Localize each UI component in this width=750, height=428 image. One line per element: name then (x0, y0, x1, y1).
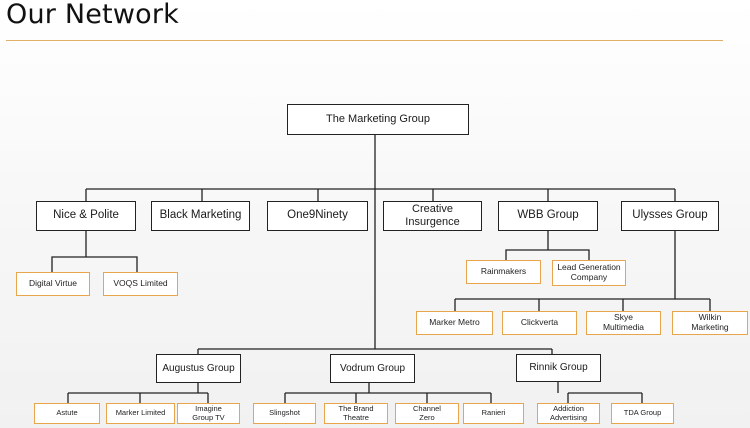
node-augustus-group: Augustus Group (156, 354, 241, 383)
node-creative-insurgence: Creative Insurgence (383, 201, 482, 231)
node-label: Imagine Group TV (192, 403, 225, 422)
node-astute: Astute (34, 403, 100, 424)
node-ulysses-group: Ulysses Group (621, 201, 719, 231)
node-rinnik-group: Rinnik Group (516, 354, 601, 382)
node-channel-zero: Channel Zero (395, 403, 459, 424)
node-skye-multimedia: Skye Multimedia (586, 311, 661, 335)
node-label: Clickverta (520, 317, 559, 328)
node-imagine-group-tv: Imagine Group TV (177, 403, 240, 424)
node-digital-virtue: Digital Virtue (16, 272, 90, 296)
node-wbb-group: WBB Group (498, 201, 598, 231)
node-label: Ranieri (481, 408, 506, 418)
connector-nice-children (51, 231, 138, 272)
node-lead-generation-company: Lead Generation Company (552, 260, 626, 286)
connector-augustus-children (67, 383, 209, 403)
node-marker-limited: Marker Limited (106, 403, 175, 424)
node-the-brand-theatre: The Brand Theatre (324, 403, 388, 424)
node-label: Ulysses Group (632, 209, 708, 222)
node-label: Digital Virtue (28, 278, 78, 289)
node-label: The Brand Theatre (338, 403, 374, 422)
node-label: TDA Group (623, 408, 662, 418)
node-tda-group: TDA Group (611, 403, 674, 424)
node-label: The Marketing Group (326, 113, 430, 126)
node-slingshot: Slingshot (253, 403, 316, 424)
connector-rinnik-children (557, 382, 643, 403)
node-wilkin-marketing: Wilkin Marketing (672, 311, 748, 335)
node-one9ninety: One9Ninety (267, 201, 368, 231)
node-label: Astute (56, 408, 78, 418)
node-the-marketing-group: The Marketing Group (287, 104, 469, 135)
node-label: Skye Multimedia (602, 312, 645, 332)
node-label: Rainmakers (480, 266, 527, 277)
node-ranieri: Ranieri (463, 403, 524, 424)
connector-vodrum-children (284, 383, 492, 403)
node-label: Marker Limited (115, 408, 166, 418)
node-label: Slingshot (269, 408, 300, 418)
node-black-marketing: Black Marketing (151, 201, 250, 231)
connector-wbb-children (505, 231, 590, 260)
node-label: Wilkin Marketing (691, 312, 729, 332)
connector-ulysses-children (454, 231, 711, 311)
node-label: Vodrum Group (339, 362, 406, 374)
node-label: VOQS Limited (113, 278, 168, 289)
node-marker-metro: Marker Metro (416, 311, 493, 335)
node-label: Rinnik Group (529, 362, 588, 374)
node-label: Nice & Polite (53, 209, 119, 222)
node-voqs-limited: VOQS Limited (103, 272, 178, 296)
node-label: WBB Group (517, 209, 579, 222)
node-label: Creative Insurgence (405, 203, 460, 228)
node-label: Black Marketing (159, 209, 242, 222)
node-label: Channel Zero (413, 403, 441, 422)
node-nice-polite: Nice & Polite (36, 201, 136, 231)
page-title: Our Network (6, 0, 179, 30)
node-label: One9Ninety (287, 209, 348, 222)
node-clickverta: Clickverta (502, 311, 577, 335)
title-divider (6, 40, 723, 41)
node-label: Augustus Group (162, 362, 235, 374)
node-addiction-advertising: Addiction Advertising (537, 403, 600, 424)
node-label: Addiction Advertising (549, 403, 588, 422)
node-label: Marker Metro (429, 317, 480, 328)
node-vodrum-group: Vodrum Group (330, 354, 415, 383)
node-label: Lead Generation Company (557, 262, 621, 282)
node-rainmakers: Rainmakers (466, 260, 541, 284)
